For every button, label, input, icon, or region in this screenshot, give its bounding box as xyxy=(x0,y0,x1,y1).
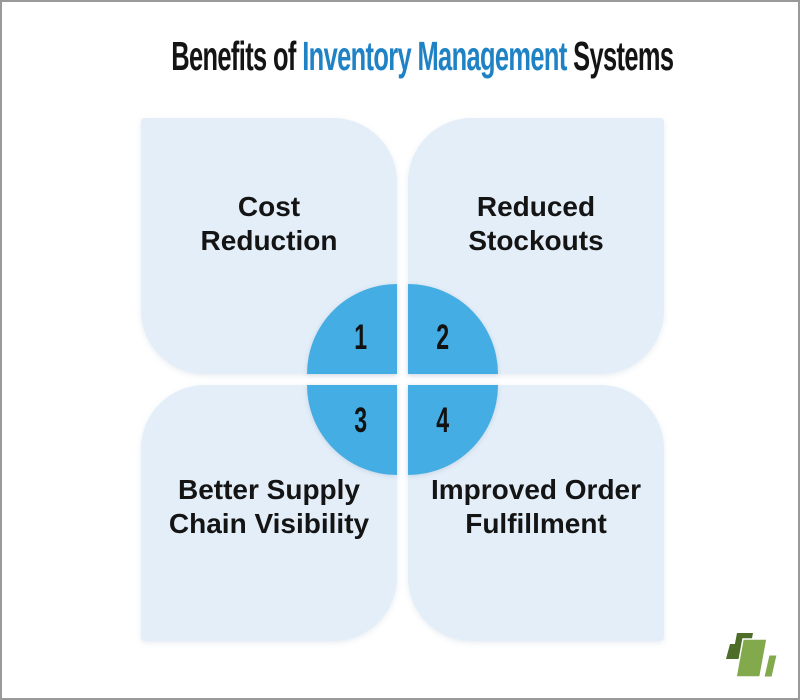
title-prefix: Benefits of xyxy=(171,33,303,79)
petal-label: Reduced Stockouts xyxy=(468,190,603,258)
label-line: Reduced xyxy=(476,191,596,222)
page-title: Benefits of Inventory Management Systems xyxy=(171,30,674,82)
quarter-number: 1 xyxy=(354,318,368,357)
company-logo-icon xyxy=(726,633,778,678)
label-line: Stockouts xyxy=(468,225,604,256)
petal-label: Improved Order Fulfillment xyxy=(431,473,641,541)
petal-cost-reduction: Cost Reduction xyxy=(141,118,397,374)
quadrant-diagram: Cost Reduction Reduced Stockouts Better … xyxy=(141,118,664,641)
petal-label: Better Supply Chain Visibility xyxy=(169,473,369,541)
label-line: Better Supply xyxy=(177,474,360,505)
petal-label: Cost Reduction xyxy=(201,190,338,258)
title-highlight: Inventory Management xyxy=(302,33,567,79)
quarter-number: 2 xyxy=(436,318,450,357)
title-suffix: Systems xyxy=(566,33,674,79)
label-line: Reduction xyxy=(200,225,338,256)
label-line: Fulfillment xyxy=(465,508,607,539)
label-line: Cost xyxy=(237,191,301,222)
quarter-number: 4 xyxy=(436,401,450,440)
label-line: Improved Order xyxy=(430,474,642,505)
label-line: Chain Visibility xyxy=(168,508,370,539)
quarter-number: 3 xyxy=(354,401,368,440)
